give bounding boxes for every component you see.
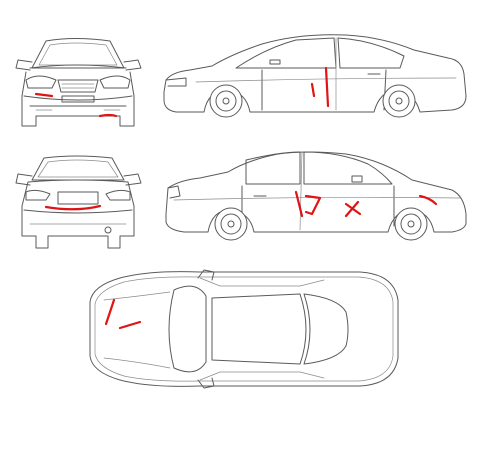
damage-mark-left-door-small [310, 82, 316, 98]
damage-mark-front-bumper [98, 113, 118, 118]
front-view [15, 38, 142, 127]
left-side-view [163, 34, 467, 118]
rear-view [15, 155, 142, 249]
damage-mark-right-front-fender [418, 194, 438, 206]
top-view [89, 269, 399, 389]
damage-mark-top-hood-right [118, 320, 142, 330]
damage-mark-left-front-door [324, 66, 330, 108]
damage-mark-right-doors [294, 190, 322, 218]
damage-mark-right-door-x [344, 200, 362, 218]
damage-mark-top-hood-left [104, 298, 116, 326]
damage-mark-rear-bumper [44, 204, 102, 211]
right-side-view [165, 151, 467, 241]
damage-mark-front-left-headlight [34, 92, 54, 98]
